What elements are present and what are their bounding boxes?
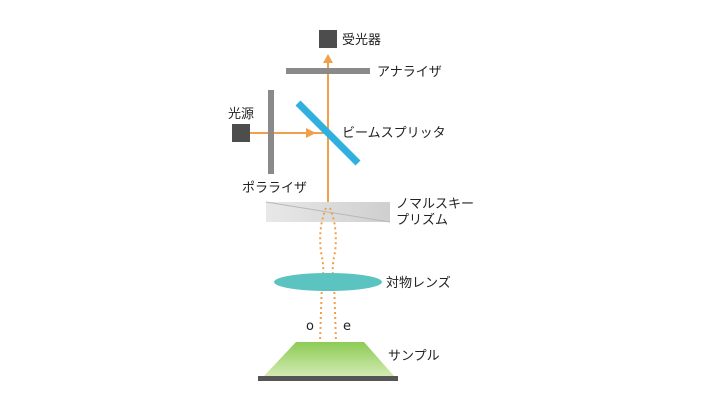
objective-lens-label: 対物レンズ <box>386 275 451 291</box>
detector-label: 受光器 <box>342 33 381 48</box>
beam-arrowhead-right <box>306 128 316 138</box>
sample-stage <box>258 376 398 381</box>
detector-block <box>319 30 337 48</box>
nomarski-prism-split-line <box>265 201 391 223</box>
light-source-block <box>232 124 250 142</box>
light-source-label: 光源 <box>228 107 254 122</box>
beam-splitter-label: ビームスプリッタ <box>342 126 446 141</box>
polarizer-label: ポラライザ <box>242 181 307 196</box>
objective-lens <box>274 273 382 291</box>
ordinary-ray-label: o <box>306 319 314 334</box>
polarizer-plate <box>268 90 274 174</box>
sample-block <box>264 342 394 376</box>
nomarski-prism-label-line1: ノマルスキー <box>396 197 474 212</box>
analyzer-label: アナライザ <box>377 65 442 80</box>
analyzer-plate <box>286 68 370 74</box>
sample-label: サンプル <box>388 349 440 364</box>
beam-arrowhead-up <box>323 54 333 63</box>
nomarski-prism-label-line2: プリズム <box>396 212 448 228</box>
beam-splitter-plate <box>295 100 361 166</box>
extraordinary-ray-label: e <box>343 319 351 334</box>
